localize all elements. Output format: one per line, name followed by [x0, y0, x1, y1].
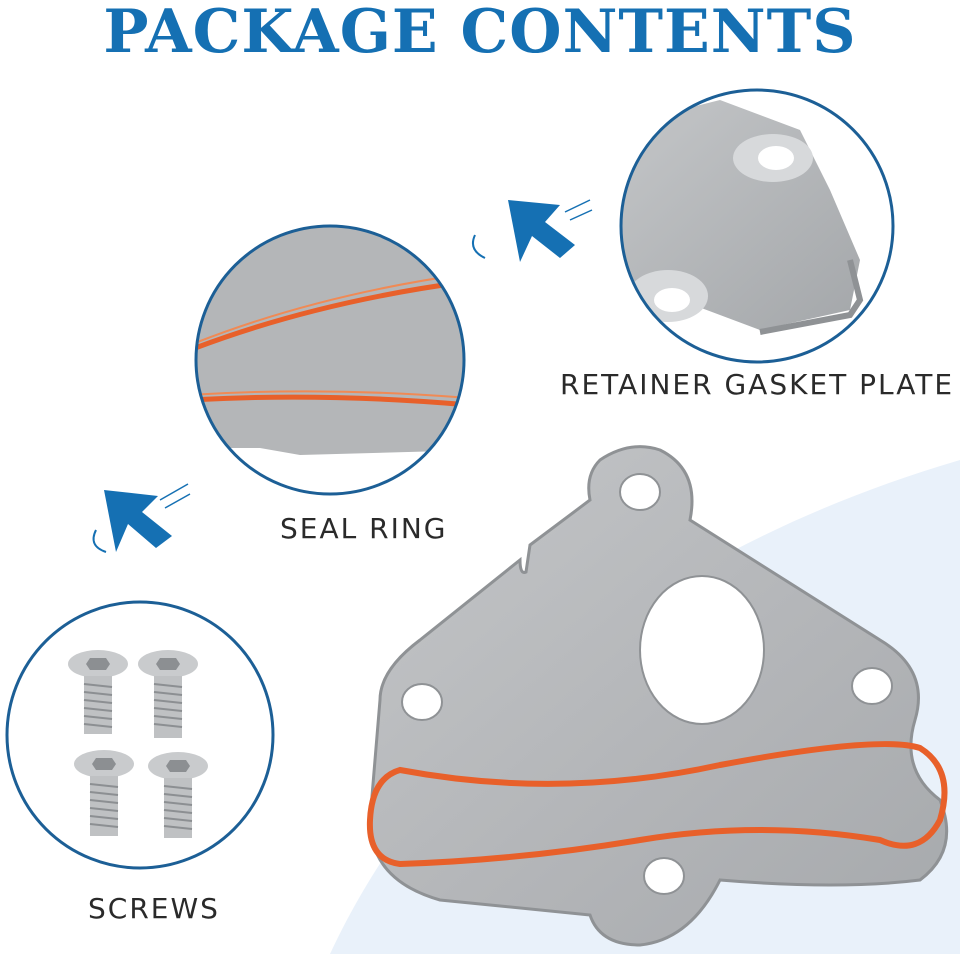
page-title: PACKAGE CONTENTS	[103, 0, 857, 67]
screw-icon	[148, 752, 208, 838]
screw-icon	[68, 650, 128, 734]
screw-icon	[138, 650, 198, 738]
seal-ring-label: SEAL RING	[280, 512, 448, 545]
arrow-icon	[472, 199, 593, 262]
retainer-gasket-plate-label: RETAINER GASKET PLATE	[560, 368, 955, 401]
arrow-icon	[92, 483, 191, 553]
screw-icon	[74, 750, 134, 836]
screws-label: SCREWS	[88, 892, 220, 925]
